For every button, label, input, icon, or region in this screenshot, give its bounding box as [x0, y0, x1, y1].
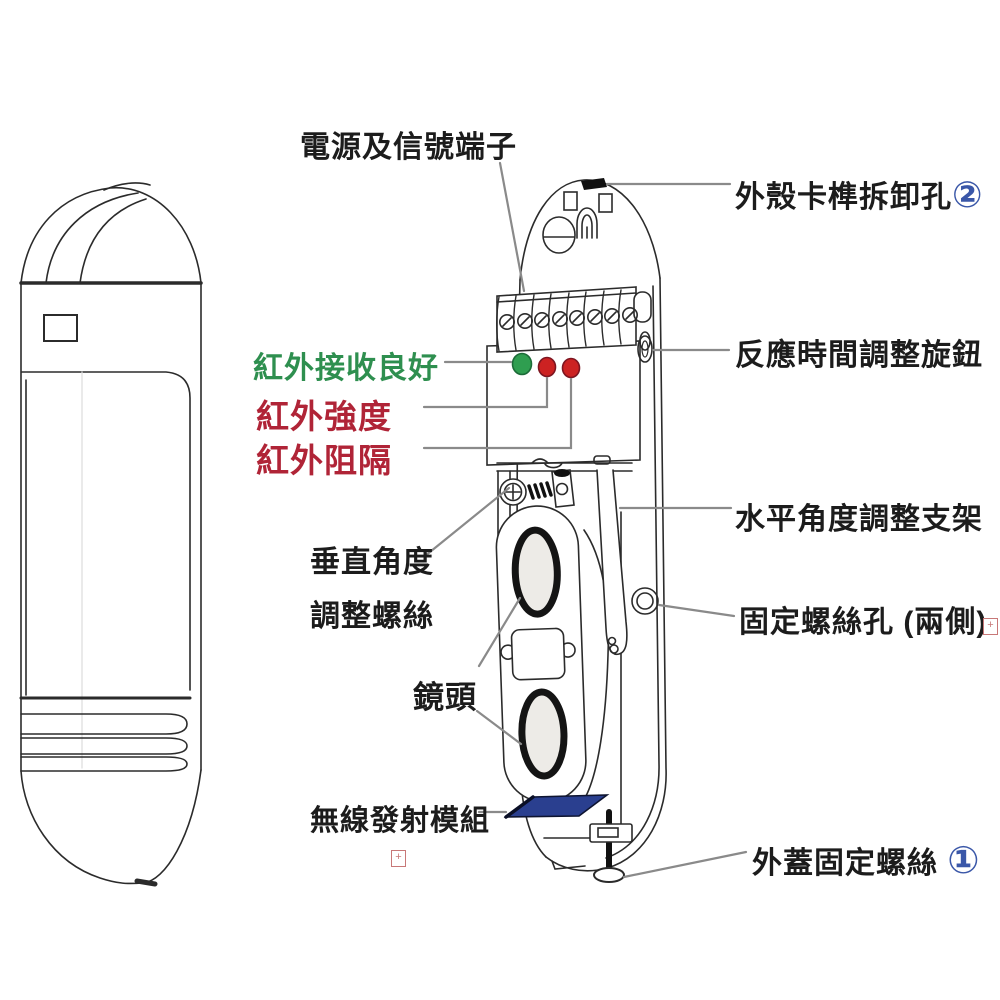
enclosure-louvers: [20, 713, 188, 772]
power-terminal-block: [496, 286, 652, 353]
ir-strength-led: [537, 356, 557, 378]
label-shell-latch: 外殼卡榫拆卸孔②: [735, 174, 984, 215]
leader-ir-strength: [422, 376, 549, 409]
case-slot-left: [563, 191, 578, 211]
cable-arch: [576, 207, 598, 239]
case-screw-boss: [542, 216, 576, 254]
horizontal-bracket-arm: [596, 469, 628, 656]
case-slot-right: [598, 193, 613, 213]
wireless-module-shape: [503, 794, 610, 819]
adjust-spring: [527, 481, 553, 500]
label-cover-screw: 外蓋固定螺絲 ①: [752, 840, 981, 882]
lens-module: [495, 505, 587, 803]
broken-image-icon: +: [983, 618, 998, 635]
response-time-knob: [637, 335, 653, 363]
spring-bracket: [551, 469, 575, 508]
enclosure-front-view: [19, 182, 203, 887]
vertical-adjust-screw: [499, 478, 527, 506]
enclosure-bottom-tick: [134, 878, 158, 887]
lens-bottom: [518, 688, 568, 780]
center-plate: [510, 627, 566, 681]
enclosure-window: [43, 314, 78, 342]
leader-lens-bottom: [475, 709, 523, 746]
latch-removal-notch: [581, 178, 607, 190]
leader-cover-screw: [622, 850, 748, 879]
fixing-screw-hole: [631, 587, 659, 615]
label-lens: 鏡頭: [413, 680, 477, 715]
leader-ir-block: [422, 377, 573, 450]
leader-fixing-hole: [657, 603, 736, 618]
label-power-terminal: 電源及信號端子: [300, 131, 517, 164]
label-fixing-hole: 固定螺絲孔 (兩側): [739, 606, 988, 639]
label-response-knob: 反應時間調整旋鈕: [735, 339, 983, 372]
label-wireless-module: 無線發射模組: [310, 805, 491, 837]
lens-top: [511, 526, 561, 618]
cover-screw: [589, 809, 633, 883]
terminal-screws: [498, 306, 638, 330]
label-ir-good: 紅外接收良好: [253, 352, 439, 385]
leader-lens-top: [477, 596, 522, 668]
ir-good-led: [511, 352, 533, 376]
label-vertical-screw: 垂直角度 調整螺絲: [310, 546, 434, 633]
ir-block-led: [561, 357, 581, 379]
leader-lines: [422, 161, 748, 879]
label-horizontal-bracket: 水平角度調整支架: [735, 503, 983, 536]
circled-2-marker: ②: [952, 174, 984, 215]
circled-1-marker: ①: [947, 840, 981, 882]
leader-power-terminal: [498, 161, 526, 293]
swivel-body: [583, 529, 610, 797]
label-ir-block: 紅外阻隔: [256, 442, 392, 479]
main-board: [486, 340, 641, 466]
label-ir-strength: 紅外強度: [256, 398, 392, 435]
leader-vertical-screw: [423, 486, 511, 558]
broken-image-icon: +: [391, 850, 406, 867]
detector-internal-view: [486, 178, 667, 883]
